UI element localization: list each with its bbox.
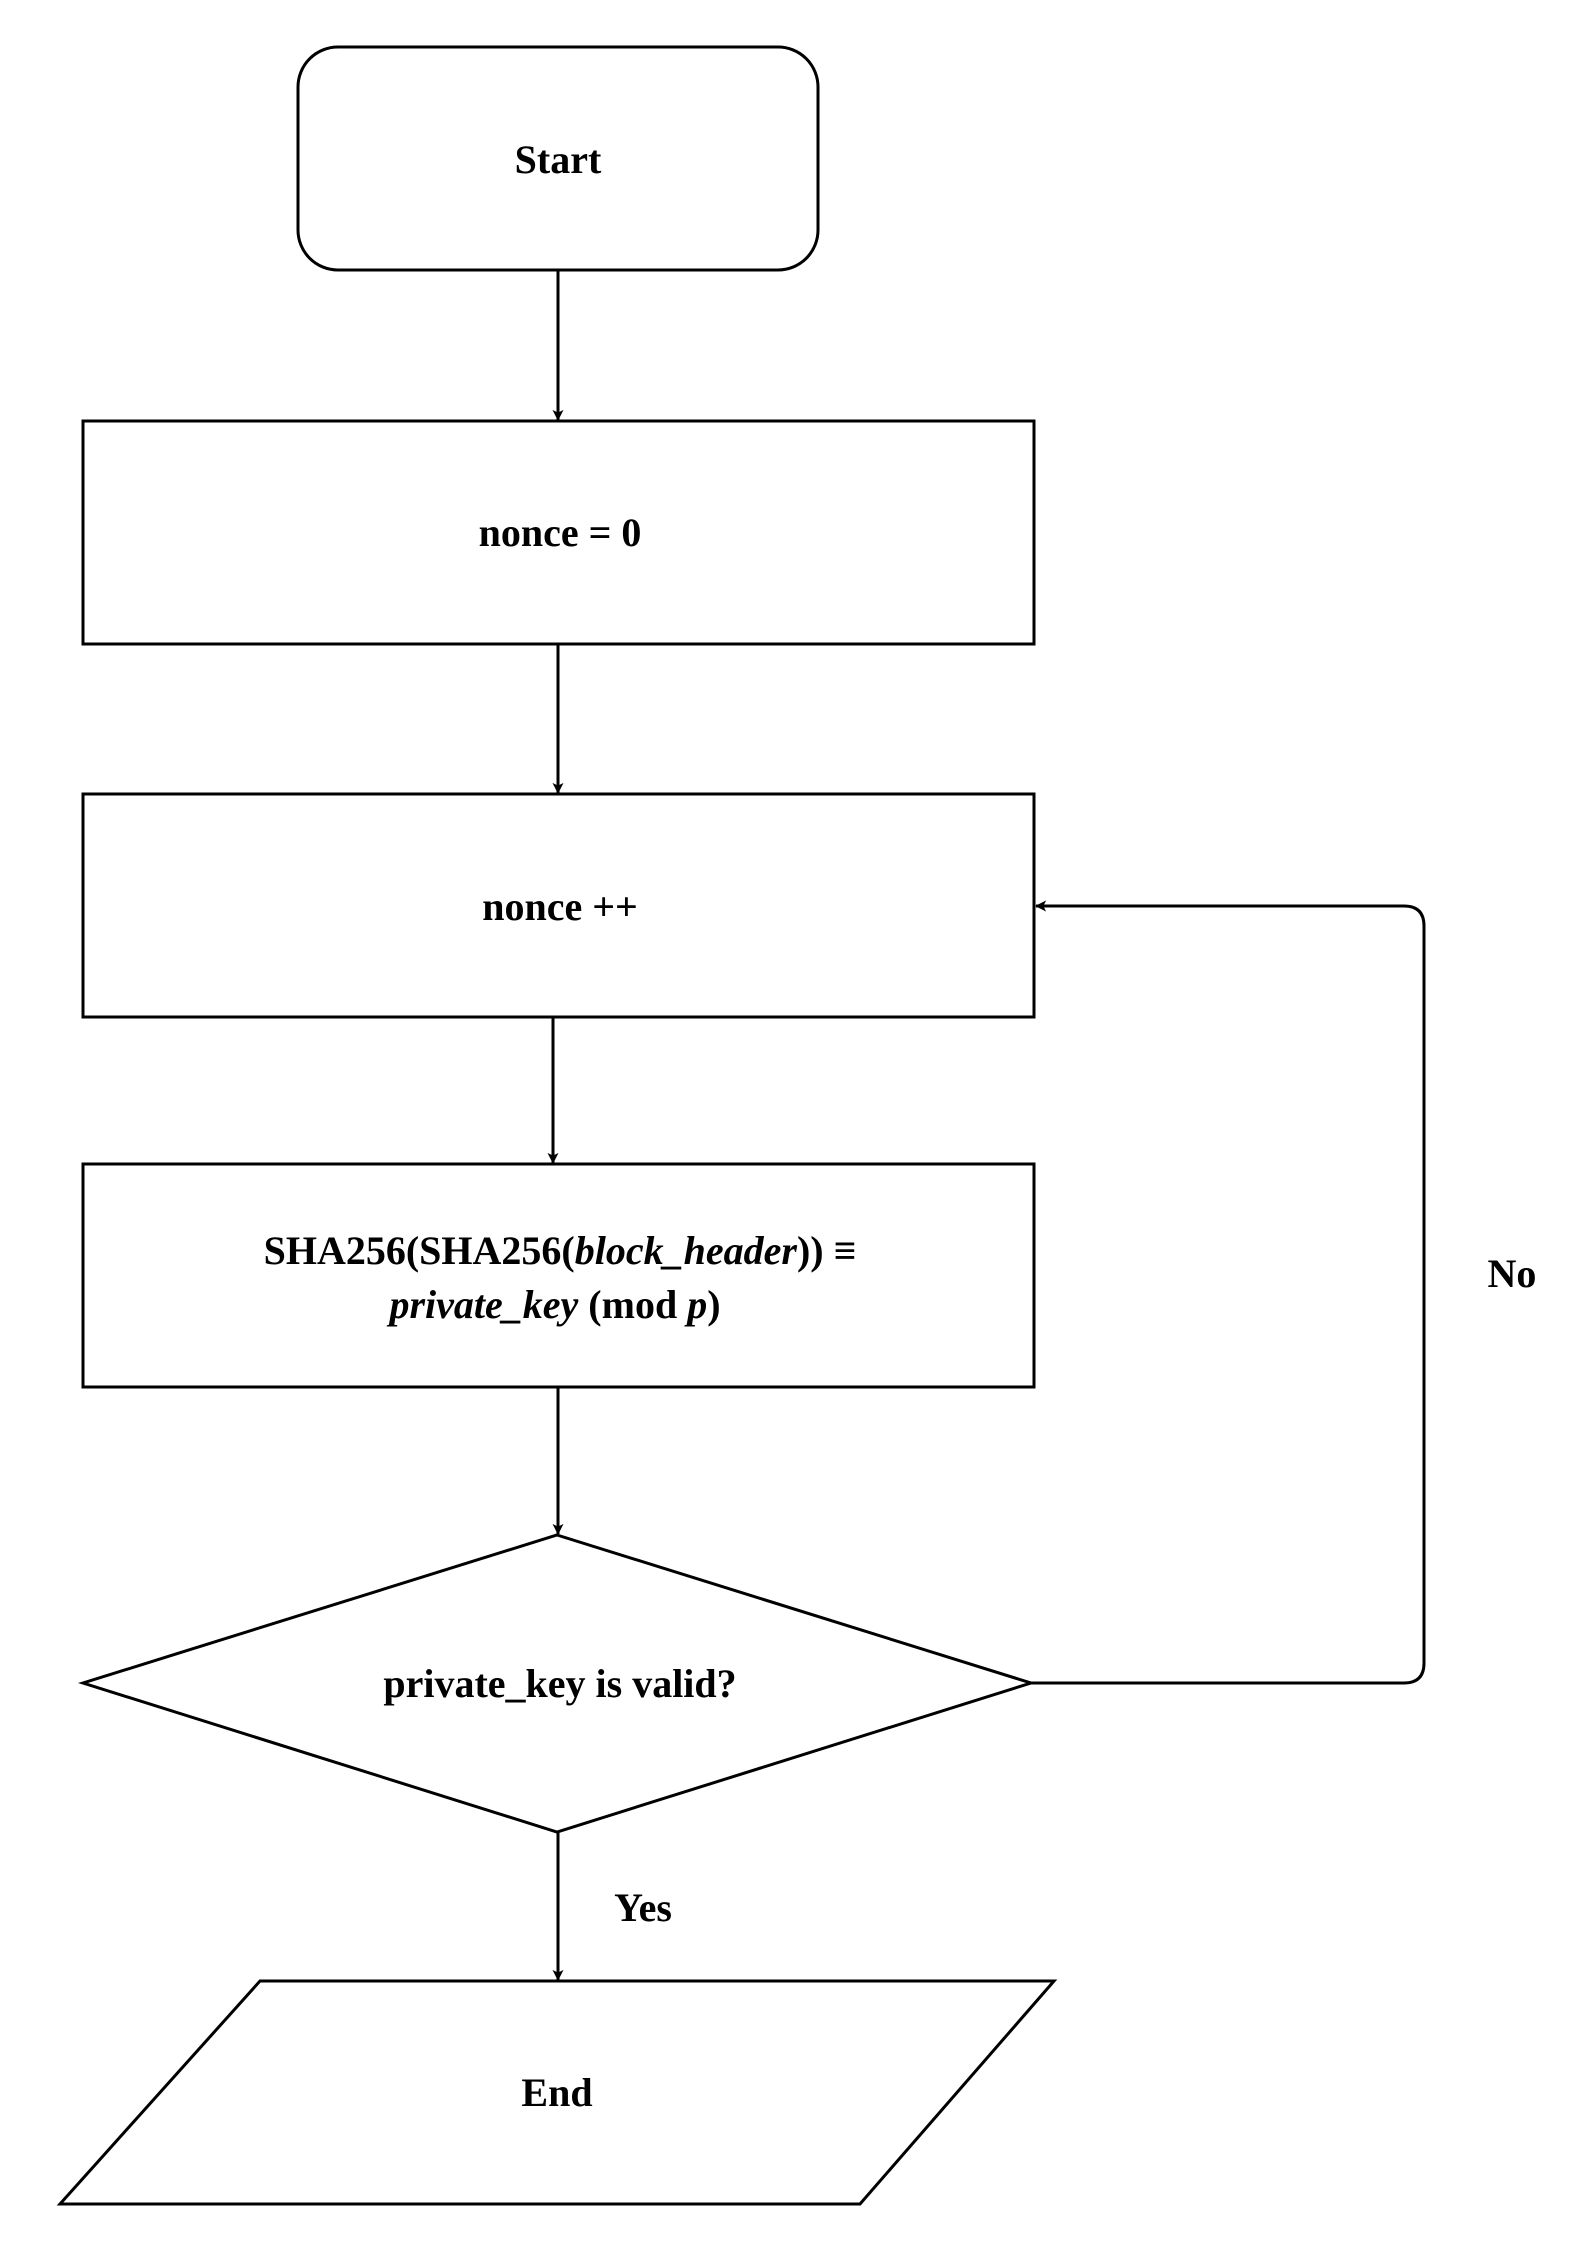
hash-line-2-b: (mod: [578, 1282, 687, 1327]
hash-line-2-d: ): [707, 1282, 720, 1327]
init-node: [81, 419, 1036, 646]
decision-label: private_key is valid?: [383, 1661, 736, 1706]
end-node: [56, 1979, 1058, 2206]
hash-line-1-a: SHA256(SHA256(: [264, 1228, 575, 1273]
init-label: nonce = 0: [479, 510, 642, 555]
end-label: End: [521, 2070, 592, 2115]
hash-line-2-a: private_key: [386, 1282, 578, 1327]
hash-node: [81, 1162, 1036, 1389]
hash-line-1-b: block_header: [575, 1228, 798, 1273]
increment-node: [81, 792, 1036, 1019]
hash-line-2-c: p: [684, 1282, 707, 1327]
hash-line-1: SHA256(SHA256(block_header)) ≡: [264, 1228, 857, 1273]
no-label: No: [1488, 1251, 1537, 1296]
edge-decision-no-loop: [1031, 900, 1426, 1685]
hash-line-1-c: )) ≡: [797, 1228, 856, 1273]
hash-line-2: private_key (mod p): [386, 1282, 720, 1327]
increment-label: nonce ++: [482, 884, 638, 929]
start-label: Start: [515, 137, 602, 182]
yes-label: Yes: [614, 1885, 672, 1930]
